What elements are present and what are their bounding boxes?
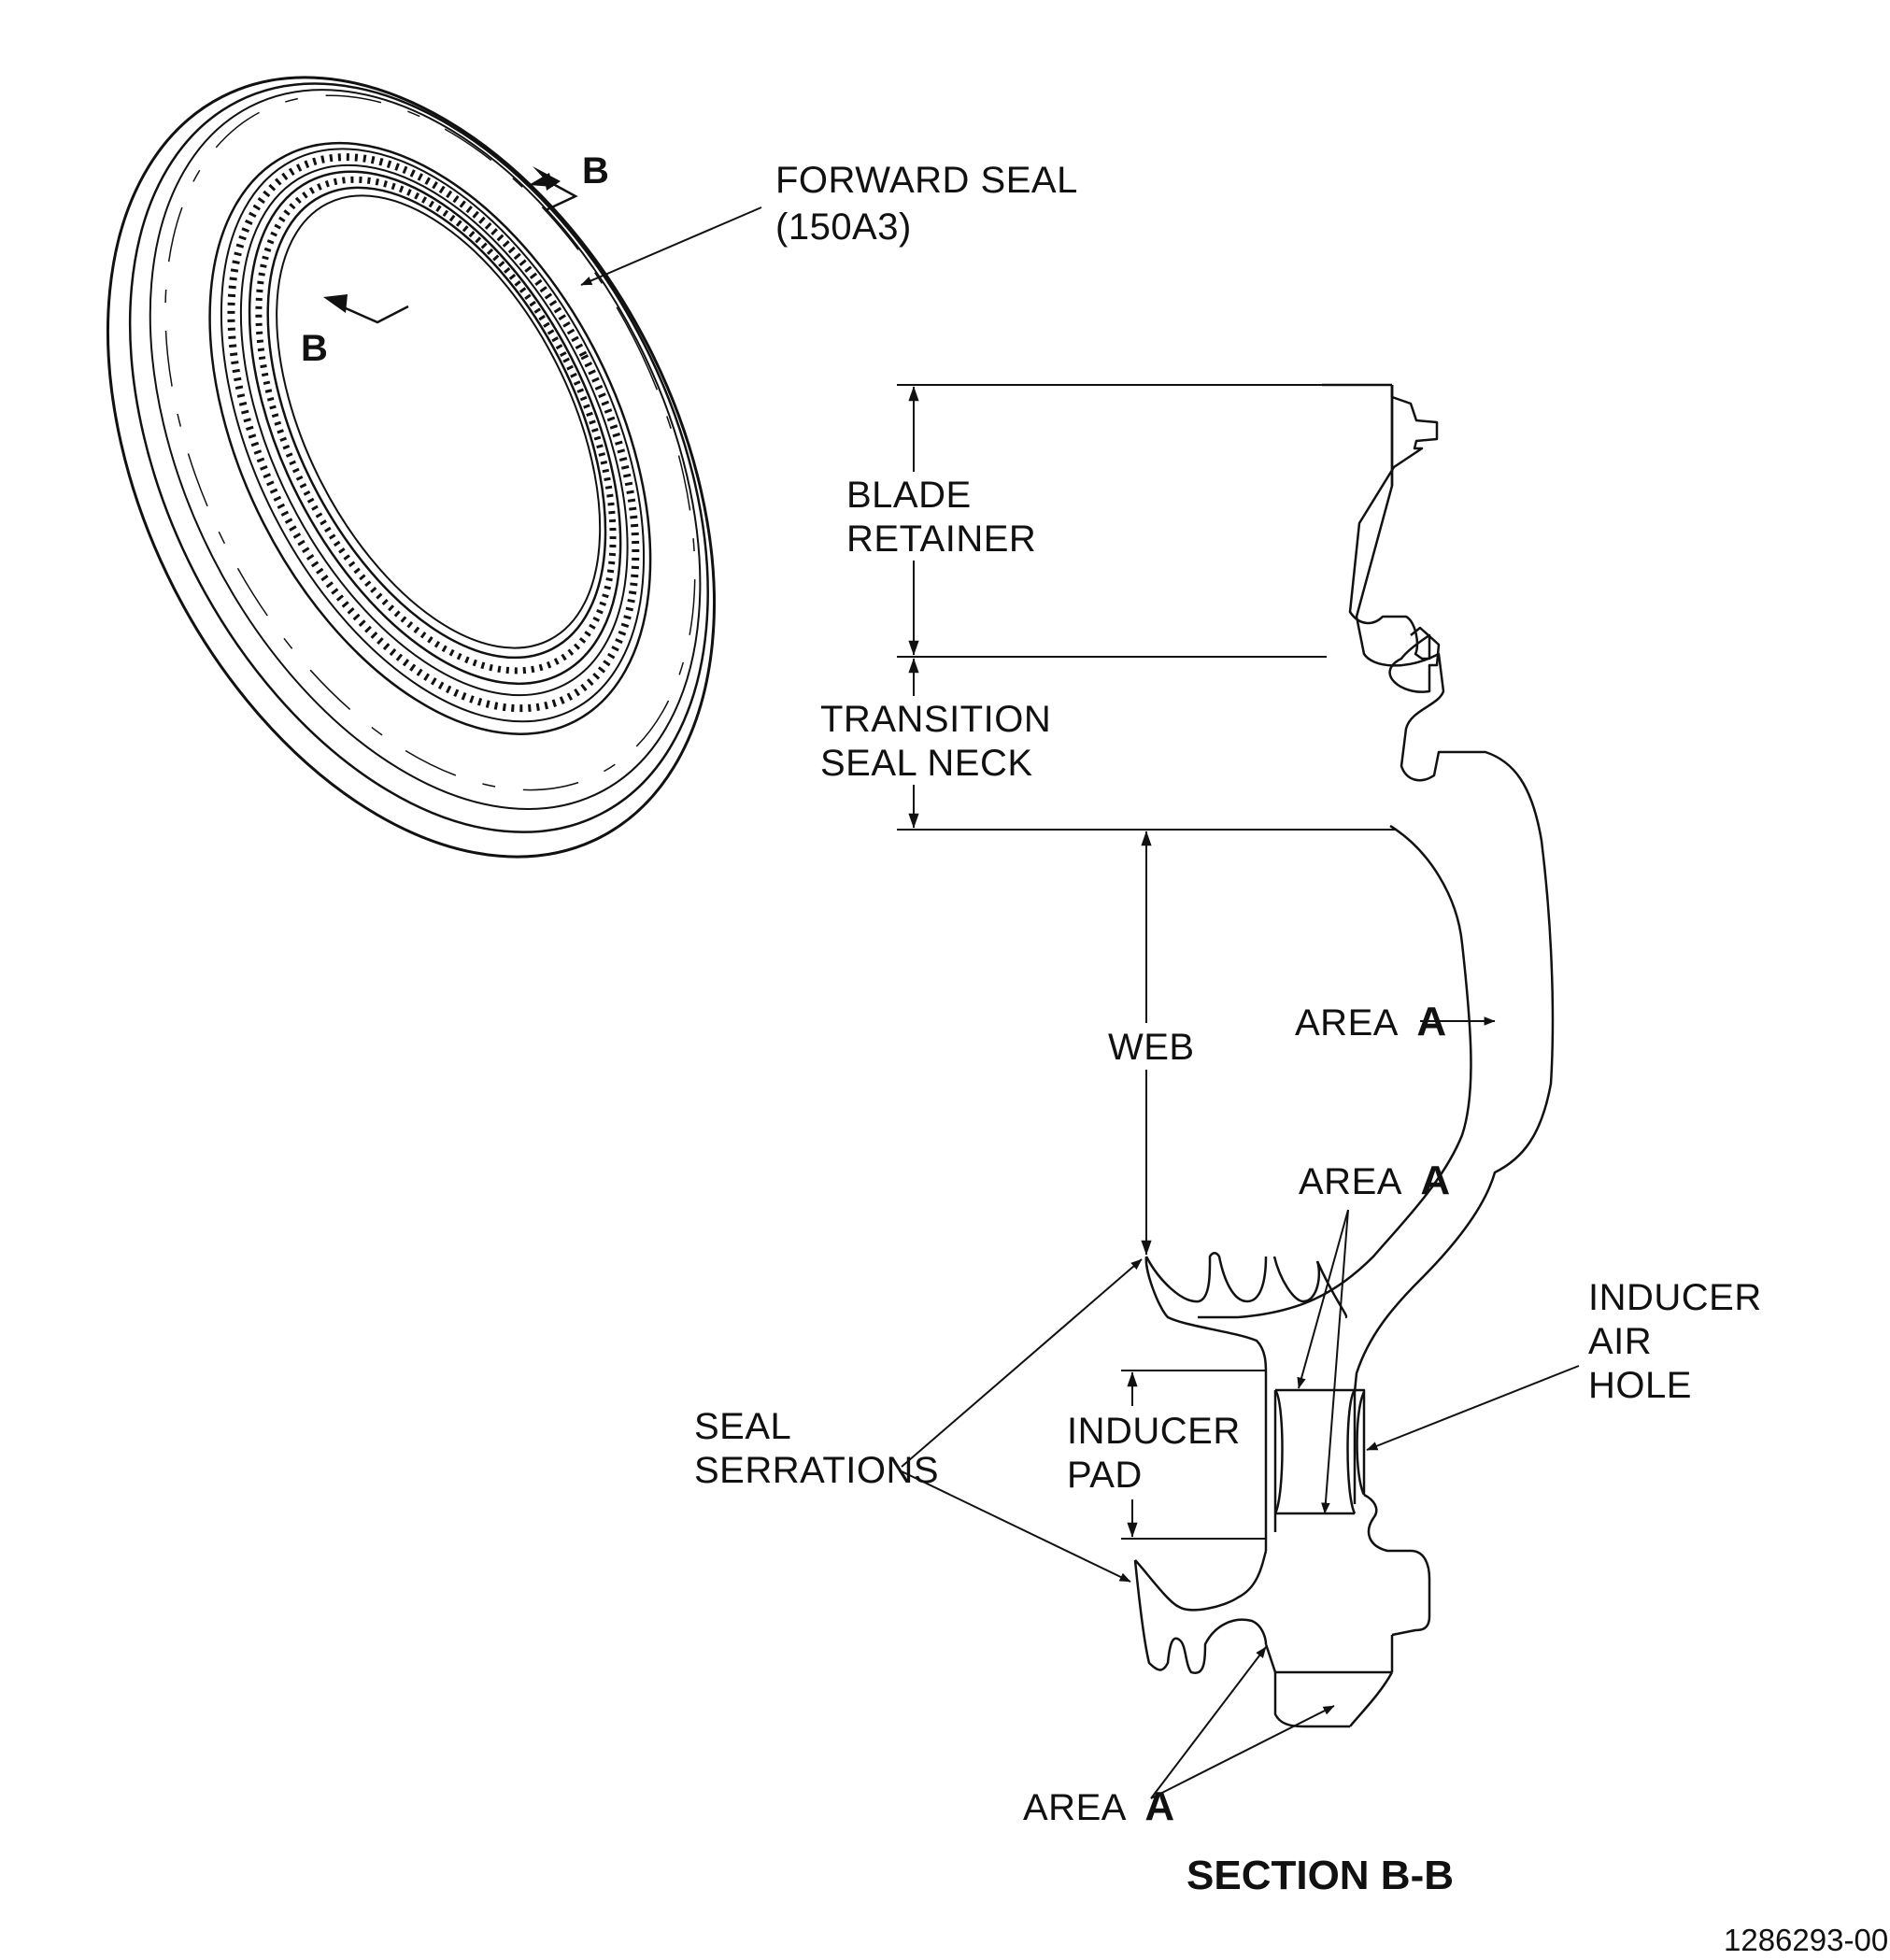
seal-serrations-leader-bottom — [901, 1470, 1131, 1583]
inducer-pad-label-line2: PAD — [1067, 1455, 1143, 1496]
inducer-air-hole-leader — [1366, 1365, 1580, 1451]
blade-retainer-label-line1: BLADE — [846, 475, 972, 516]
drawing-number: 1286293-00 — [1724, 1923, 1888, 1957]
section-cut-marker-left — [323, 294, 409, 324]
section-cut-marker-top — [529, 166, 578, 212]
area-a-bottom-leader-2 — [1150, 1705, 1335, 1799]
section-marker-left-label: B — [301, 328, 328, 369]
inducer-air-hole-label-line2: AIR — [1588, 1321, 1652, 1362]
inducer-air-hole-label-line1: INDUCER — [1588, 1277, 1762, 1318]
area-a-label-middle: AREA A — [1299, 1158, 1451, 1203]
seal-serrations-label-line1: SEAL — [694, 1406, 791, 1447]
area-a-right-prefix: AREA — [1295, 1002, 1399, 1044]
transition-seal-neck-label-line1: TRANSITION — [820, 699, 1051, 740]
blade-retainer-label-line2: RETAINER — [846, 518, 1036, 560]
area-a-middle-prefix: AREA — [1299, 1161, 1402, 1202]
section-title: SECTION B-B — [1187, 1853, 1454, 1898]
web-label: WEB — [1108, 1027, 1195, 1068]
area-a-middle-leader-1 — [1297, 1209, 1349, 1389]
inducer-air-hole-label-line3: HOLE — [1588, 1365, 1692, 1406]
area-a-bottom-letter: A — [1144, 1783, 1174, 1829]
seal-serrations-leader-top — [901, 1258, 1143, 1468]
dimension-extension-lines — [897, 384, 1397, 1540]
transition-seal-neck-label-line2: SEAL NECK — [820, 743, 1033, 784]
area-a-label-bottom: AREA A — [1023, 1783, 1175, 1829]
area-a-label-right: AREA A — [1295, 999, 1447, 1044]
area-a-bottom-prefix: AREA — [1023, 1787, 1127, 1828]
seal-serrations-label-line2: SERRATIONS — [694, 1450, 939, 1491]
area-a-middle-leader-2 — [1321, 1209, 1349, 1514]
forward-seal-label-line2: (150A3) — [775, 206, 912, 248]
area-a-bottom-leader-1 — [1150, 1646, 1267, 1799]
area-a-middle-letter: A — [1420, 1158, 1450, 1203]
section-marker-top-label: B — [582, 150, 609, 192]
forward-seal-label-line1: FORWARD SEAL — [775, 160, 1078, 201]
section-b-b-profile — [1133, 383, 1555, 1728]
forward-seal-leader — [580, 206, 762, 286]
forward-seal-isometric-view — [107, 76, 716, 859]
inducer-pad-label-line1: INDUCER — [1067, 1411, 1241, 1452]
